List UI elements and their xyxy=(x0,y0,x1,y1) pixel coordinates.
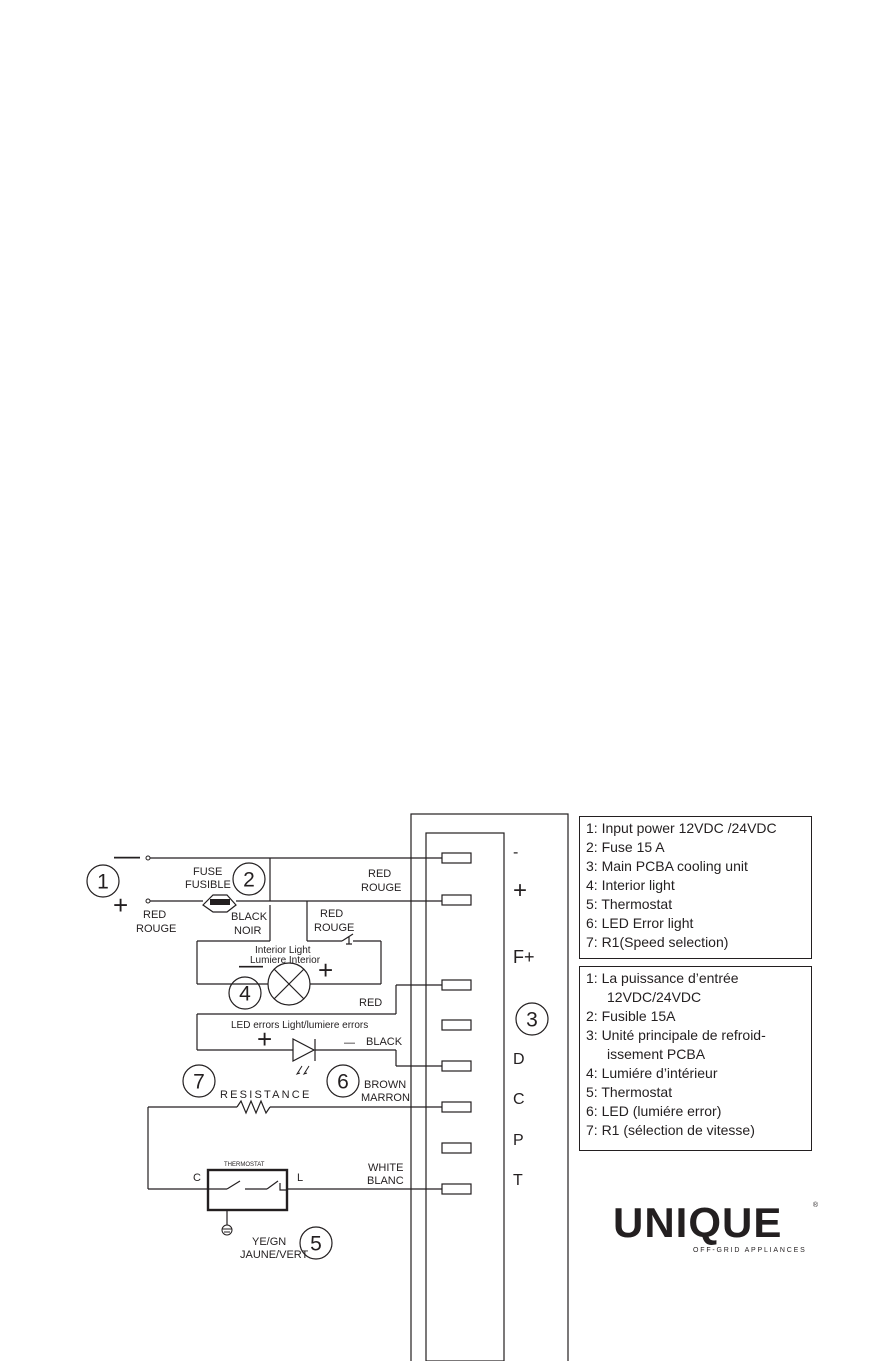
input-plus-sign: + xyxy=(113,890,128,920)
registered-mark: ® xyxy=(812,1202,818,1209)
legend-en-item: 5: Thermostat xyxy=(586,896,673,912)
label-noir: NOIR xyxy=(234,925,262,937)
ground-icon xyxy=(221,1224,233,1236)
terminal-label: P xyxy=(513,1132,524,1149)
input-terminal-minus xyxy=(145,855,151,861)
label-rouge-top: ROUGE xyxy=(361,882,401,894)
input-terminal-plus xyxy=(145,898,151,904)
label-l-contact: L xyxy=(297,1172,303,1184)
legend-fr-item: 4: Lumiére d’intérieur xyxy=(586,1065,718,1081)
terminal-block xyxy=(441,1060,472,1072)
fuse-symbol xyxy=(202,894,237,913)
terminal-label: D xyxy=(513,1051,525,1068)
thermostat-symbol xyxy=(206,1168,289,1212)
label-rouge-input: ROUGE xyxy=(136,923,176,935)
led-plus-sign: + xyxy=(257,1024,272,1054)
label-red-top: RED xyxy=(368,868,391,880)
svg-text:6: 6 xyxy=(337,1071,349,1094)
terminal-label: C xyxy=(513,1091,525,1108)
led-diode-symbol xyxy=(292,1038,316,1075)
terminal-block xyxy=(441,1183,472,1195)
brand-tagline: OFF-GRID APPLIANCES xyxy=(693,1247,807,1254)
label-black-led: BLACK xyxy=(366,1036,403,1048)
label-white: WHITE xyxy=(368,1162,403,1174)
label-rouge-switch: ROUGE xyxy=(314,922,354,934)
terminal-block xyxy=(441,1101,472,1113)
label-lumiere-interior: Lumiere Interior xyxy=(250,955,321,966)
legend-fr-item: 6: LED (lumiére error) xyxy=(586,1103,722,1119)
legend-fr-item: 3: Unité principale de refroid- xyxy=(586,1027,766,1043)
legend-fr-item: 7: R1 (sélection de vitesse) xyxy=(586,1122,755,1138)
terminal-label: F+ xyxy=(513,947,535,967)
interior-lamp-symbol xyxy=(267,962,311,1006)
legend-fr-item: 12VDC/24VDC xyxy=(607,989,702,1005)
callout-4: 4 xyxy=(228,976,262,1010)
brand-name: UNIQUE xyxy=(613,1199,783,1246)
legend-en-item: 1: Input power 12VDC /24VDC xyxy=(586,820,777,836)
legend-fr-item: 5: Thermostat xyxy=(586,1084,673,1100)
terminal-blocks xyxy=(441,852,472,1195)
terminal-label: - xyxy=(513,844,518,861)
input-minus-sign: — xyxy=(114,840,140,870)
legend-en-item: 2: Fuse 15 A xyxy=(586,839,665,855)
legend-french: 1: La puissance d’entrée 12VDC/24VDC 2: Fu… xyxy=(579,966,812,1151)
label-red-switch: RED xyxy=(320,908,343,920)
callout-2: 2 xyxy=(232,862,266,896)
legend-en-item: 7: R1(Speed selection) xyxy=(586,934,729,950)
label-ye-gn: YE/GN xyxy=(252,1236,286,1248)
light-plus-sign: + xyxy=(318,955,333,985)
pcba-inner-box xyxy=(425,832,505,1361)
svg-text:5: 5 xyxy=(310,1233,322,1256)
callout-3: 3 xyxy=(515,1002,549,1036)
label-jaune-vert: JAUNE/VERT xyxy=(240,1249,309,1261)
label-fuse: FUSE xyxy=(193,866,222,878)
terminal-block xyxy=(441,1019,472,1031)
svg-text:7: 7 xyxy=(193,1071,205,1094)
terminal-label: + xyxy=(513,877,527,904)
label-c-contact: C xyxy=(193,1172,201,1184)
label-thermostat: THERMOSTAT xyxy=(224,1162,265,1168)
label-interior-light: Interior Light xyxy=(255,945,311,956)
terminal-block xyxy=(441,1142,472,1154)
svg-text:2: 2 xyxy=(243,869,255,892)
terminal-label: T xyxy=(513,1172,523,1189)
label-resistance: RESISTANCE xyxy=(220,1089,311,1101)
label-fusible: FUSIBLE xyxy=(185,879,231,891)
resistor-symbol xyxy=(236,1099,271,1115)
led-minus-sign: — xyxy=(344,1037,355,1049)
terminal-block xyxy=(441,852,472,864)
brand-logo: UNIQUE ® OFF-GRID APPLIANCES xyxy=(613,1202,818,1262)
door-switch-symbol xyxy=(341,933,354,945)
legend-fr-item: 1: La puissance d’entrée xyxy=(586,970,739,986)
light-minus-sign: — xyxy=(239,952,263,979)
legend-en-item: 3: Main PCBA cooling unit xyxy=(586,858,748,874)
callout-1: 1 xyxy=(86,864,120,898)
legend-en-item: 6: LED Error light xyxy=(586,915,694,931)
legend-fr-item: issement PCBA xyxy=(607,1046,706,1062)
label-red-input: RED xyxy=(143,909,166,921)
legend-fr-item: 2: Fusible 15A xyxy=(586,1008,676,1024)
label-led-errors: LED errors Light/lumiere errors xyxy=(231,1020,368,1031)
label-blanc: BLANC xyxy=(367,1175,404,1187)
legend-en-item: 4: Interior light xyxy=(586,877,675,893)
svg-text:1: 1 xyxy=(97,871,109,894)
svg-text:4: 4 xyxy=(239,983,251,1006)
label-black: BLACK xyxy=(231,911,268,923)
pcba-outer-box xyxy=(410,813,569,1361)
terminal-block xyxy=(441,979,472,991)
terminal-block xyxy=(441,894,472,906)
legend-english: 1: Input power 12VDC /24VDC 2: Fuse 15 A 3… xyxy=(579,816,812,959)
label-brown: BROWN xyxy=(364,1079,406,1091)
label-marron: MARRON xyxy=(361,1092,410,1104)
callout-7: 7 xyxy=(182,1064,216,1098)
label-red-mid: RED xyxy=(359,997,382,1009)
callout-6: 6 xyxy=(326,1064,360,1098)
svg-text:3: 3 xyxy=(526,1009,538,1032)
callout-5: 5 xyxy=(299,1226,333,1260)
